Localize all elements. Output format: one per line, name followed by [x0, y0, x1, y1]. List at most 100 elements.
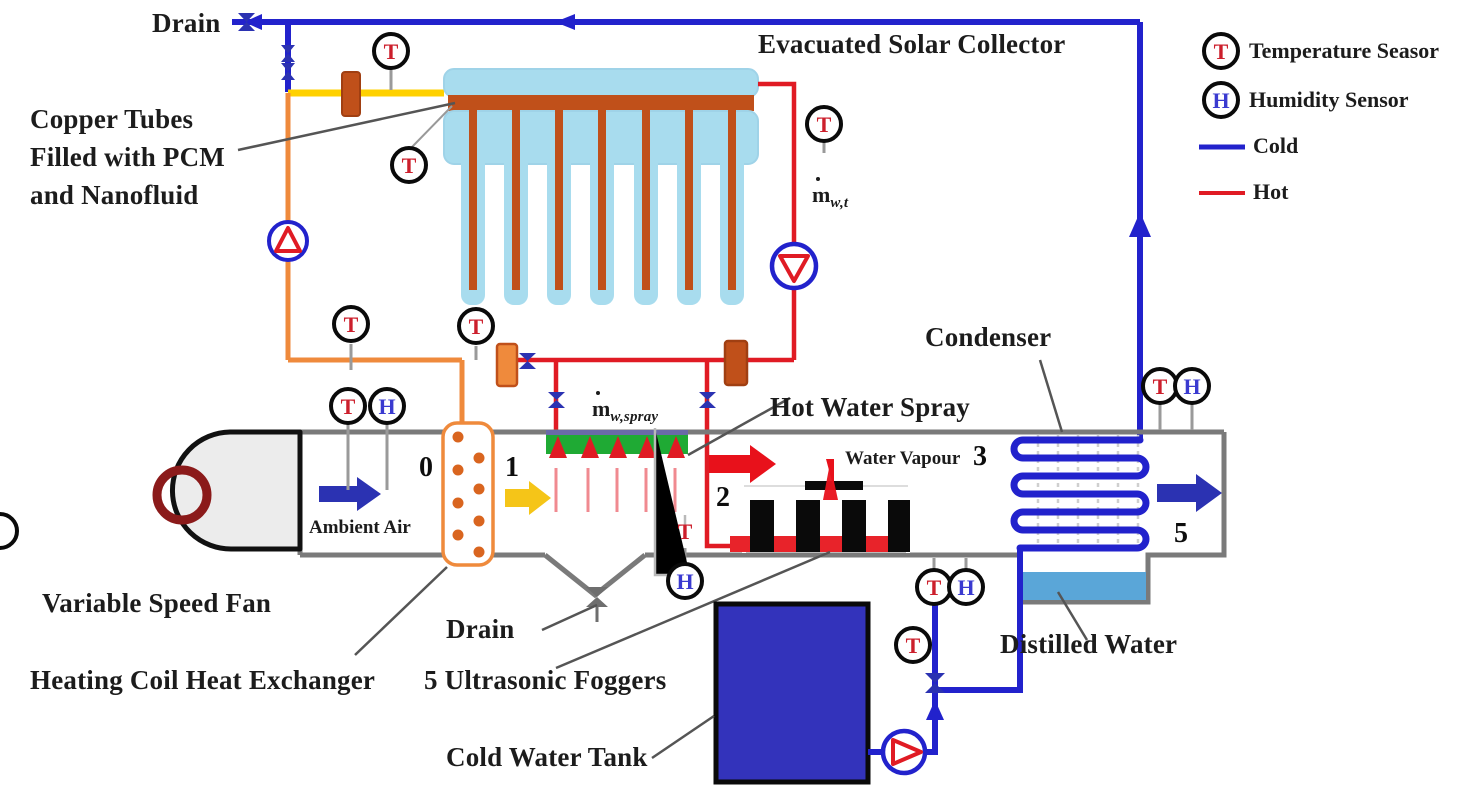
leader-cold-water-tank — [651, 714, 715, 760]
svg-text:T: T — [344, 312, 359, 337]
legend-label-humidity: Humidity Sensor — [1249, 87, 1409, 112]
station-number-2: 2 — [716, 482, 730, 513]
station-number-3: 3 — [973, 441, 987, 472]
humidity-sensor-icon: H — [947, 568, 985, 606]
mdot-symbol: m — [812, 182, 831, 207]
svg-text:T: T — [469, 314, 484, 339]
heating-coil-heat-exchanger — [441, 421, 495, 567]
station-number-5: 5 — [1174, 518, 1188, 549]
svg-text:T: T — [1214, 39, 1229, 64]
evacuated-tube — [720, 108, 744, 305]
svg-text:T: T — [927, 575, 942, 600]
valve-drain-inline — [238, 13, 255, 31]
flow-meter-pcm — [341, 71, 361, 117]
airflow-arrow-humid — [709, 445, 776, 483]
airflow-arrow-ambient — [319, 477, 381, 511]
cold-water-pump — [880, 728, 928, 776]
station-number-1: 1 — [505, 452, 519, 483]
evacuated-tube — [590, 108, 614, 305]
variable-speed-fan — [152, 429, 303, 552]
valve-cold-vertical-1 — [281, 45, 295, 62]
svg-text:T: T — [341, 394, 356, 419]
svg-text:H: H — [676, 569, 693, 594]
evacuated-tube — [504, 108, 528, 305]
flow-meter-spray — [495, 342, 519, 388]
evacuated-tube — [547, 108, 571, 305]
drain-top-label: Drain — [152, 8, 221, 38]
temperature-sensor-icon: T — [805, 105, 843, 143]
svg-text:T: T — [817, 112, 832, 137]
leader-drain-bottom — [541, 603, 598, 632]
evacuated-tube — [677, 108, 701, 305]
leader-foggers — [555, 550, 831, 670]
legend-humidity-sensor-icon: H — [1202, 81, 1240, 119]
copper-tubes-label-line2: Filled with PCM — [30, 142, 225, 172]
leader-heating-coil — [354, 566, 448, 656]
airflow-arrow-outlet — [1157, 474, 1222, 512]
temperature-sensor-icon: T — [915, 568, 953, 606]
svg-text:H: H — [378, 394, 395, 419]
leader-distilled-water — [1056, 591, 1089, 641]
temperature-sensor-icon: T — [457, 307, 495, 345]
valve-cold-riser — [925, 673, 945, 693]
heating-coil-label: Heating Coil Heat Exchanger — [30, 665, 376, 695]
ultrasonic-foggers — [730, 459, 910, 553]
svg-text:T: T — [402, 153, 417, 178]
condenser-label: Condenser — [925, 322, 1052, 352]
air-duct — [297, 429, 1227, 605]
legend-label-hot: Hot — [1253, 179, 1289, 204]
temperature-sensor-icon: T — [1141, 367, 1179, 405]
mdot-subscript: w,spray — [610, 409, 659, 425]
temperature-sensor-icon: T — [390, 146, 428, 184]
station-number-0: 0 — [419, 452, 433, 483]
leader-hot-water-spray — [687, 396, 791, 457]
cold-water-tank-label: Cold Water Tank — [446, 742, 648, 772]
fogger-unit — [842, 500, 888, 552]
svg-text:T: T — [906, 633, 921, 658]
fogger-unit — [888, 500, 910, 552]
collector-loop-pump — [769, 241, 819, 291]
leader-collector-sensor — [411, 105, 453, 148]
pcm-loop-pump — [267, 220, 309, 262]
svg-text:T: T — [678, 519, 693, 544]
airflow-arrow-heated — [505, 481, 551, 515]
condenser — [932, 435, 1150, 693]
temperature-sensor-icon: T — [332, 305, 370, 343]
mass-flow-spray-label: mw,spray — [592, 396, 658, 426]
mass-flow-collector-label: mw,t — [812, 182, 848, 212]
temperature-sensor-icon: T — [329, 387, 367, 425]
svg-text:H: H — [1212, 88, 1229, 113]
leader-condenser — [1038, 359, 1064, 433]
mdot-symbol: m — [592, 396, 611, 421]
temperature-sensor-icon: T — [0, 512, 693, 550]
mdot-subscript: w,t — [830, 195, 849, 211]
copper-tubes-label-line3: and Nanofluid — [30, 180, 199, 210]
legend-temperature-sensor-icon: T — [1202, 32, 1240, 70]
legend-label-cold: Cold — [1253, 133, 1299, 158]
valve-spray-left — [548, 392, 565, 408]
evacuated-tube — [461, 108, 485, 305]
evacuated-tube — [634, 108, 658, 305]
distilled-water-body — [1022, 572, 1146, 600]
ultrasonic-foggers-label: 5 Ultrasonic Foggers — [424, 665, 667, 695]
legend-label-temperature: Temperature Seasor — [1249, 38, 1440, 63]
hot-water-spray-bank — [546, 430, 688, 512]
leader-copper-tubes — [237, 101, 456, 152]
fogger-unit — [796, 500, 842, 552]
ambient-air-label: Ambient Air — [309, 517, 411, 538]
valve-hot-horizontal — [519, 353, 536, 369]
evacuated-solar-collector — [443, 68, 759, 305]
distilled-water-label: Distilled Water — [1000, 629, 1178, 659]
svg-text:H: H — [957, 575, 974, 600]
temperature-sensor-icon: T — [894, 626, 932, 664]
duct-drain-valve — [586, 587, 608, 622]
svg-text:H: H — [1183, 374, 1200, 399]
humidity-sensor-icon: H — [368, 387, 406, 425]
humidity-sensor-icon: H — [666, 562, 704, 600]
temperature-sensor-icon: T — [372, 32, 410, 70]
pcm-nanofluid-loop — [285, 89, 465, 428]
svg-text:T: T — [1153, 374, 1168, 399]
flow-meter-collector — [723, 339, 749, 387]
